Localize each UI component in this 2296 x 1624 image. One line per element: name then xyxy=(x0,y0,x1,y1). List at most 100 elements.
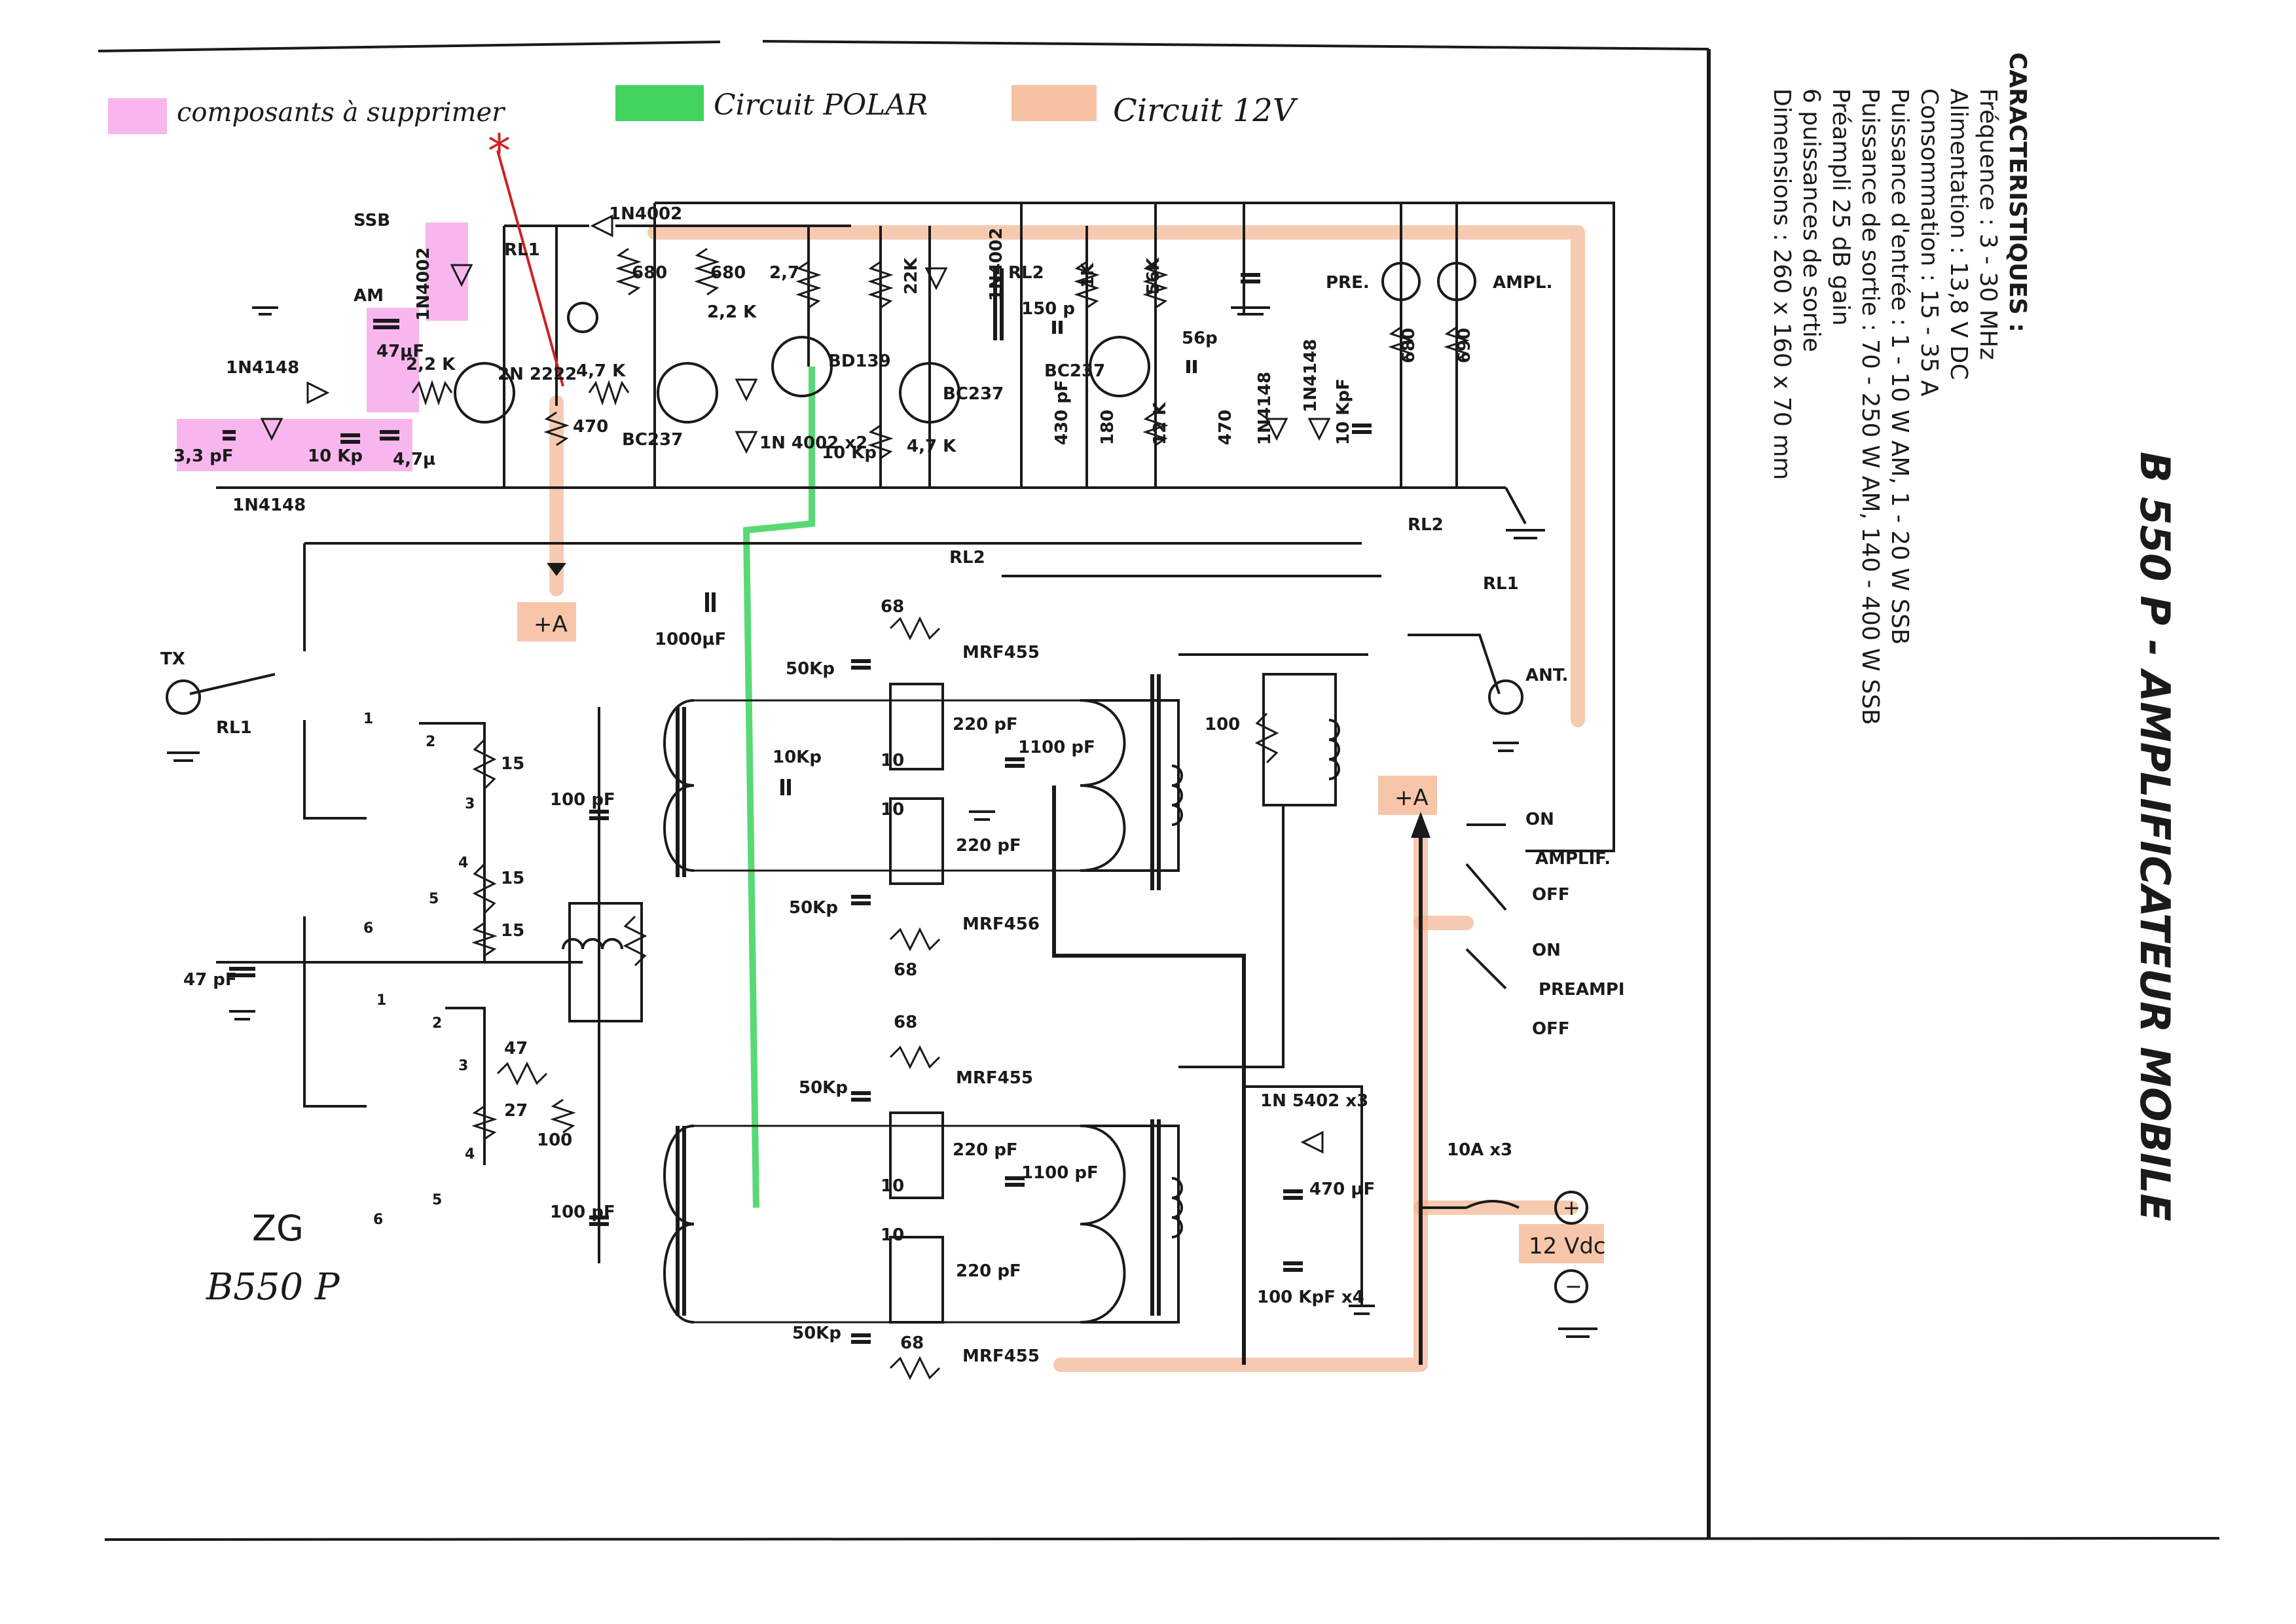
label-mrf455-c: MRF455 xyxy=(962,1346,1040,1366)
label-c10kp-b: 10 Kp xyxy=(822,443,877,463)
label-r68-d: 68 xyxy=(900,1333,924,1353)
label-rl2-c: RL2 xyxy=(1408,515,1444,535)
label-mrf455-b: MRF455 xyxy=(956,1068,1033,1088)
label-fuse: 10A x3 xyxy=(1447,1140,1512,1160)
label-c10kpf: 10 KpF xyxy=(1334,378,1353,445)
label-pre: PRE. xyxy=(1326,273,1370,293)
remove-cap-area xyxy=(367,308,419,412)
svg-text:4: 4 xyxy=(458,855,468,871)
label-ant: ANT. xyxy=(1525,666,1569,685)
plus-a-1-highlight xyxy=(517,602,576,641)
svg-text:3: 3 xyxy=(458,1058,468,1074)
label-c47uf: 47µF xyxy=(376,342,424,361)
label-rl1: RL1 xyxy=(504,240,540,260)
label-r22k: 22K xyxy=(902,257,921,295)
legend-remove-label: composants à supprimer xyxy=(177,98,506,128)
label-r2k2-b: 2,2 K xyxy=(406,355,456,374)
plus-a-1-arrow xyxy=(547,563,566,576)
tx-jack-icon xyxy=(166,679,201,715)
label-on-1: ON xyxy=(1525,810,1554,829)
remove-ssb-caps xyxy=(177,419,412,471)
label-rl1-c: RL1 xyxy=(1483,574,1519,594)
label-c1100-b: 1100 pF xyxy=(1021,1163,1099,1183)
label-r10-a: 10 xyxy=(881,751,904,770)
spec-block: CARACTERISTIQUES : Fréquence : 3 - 30 MH… xyxy=(1768,52,2031,725)
label-on-2: ON xyxy=(1532,941,1561,960)
label-c3p3: 3,3 pF xyxy=(173,446,233,466)
label-c100p-b: 100 pF xyxy=(550,1202,615,1222)
label-off-1: OFF xyxy=(1532,885,1570,905)
v12dc-highlight xyxy=(1519,1224,1604,1263)
label-c100p-a: 100 pF xyxy=(550,790,615,810)
spec-line-2: Consommation : 15 - 35 A xyxy=(1916,88,1942,397)
capacitors xyxy=(223,273,1372,1344)
spec-line-6: 6 puissances de sortie xyxy=(1798,88,1825,352)
label-c4u7: 4,7µ xyxy=(393,450,435,469)
svg-text:1: 1 xyxy=(363,711,373,727)
label-mrf456: MRF456 xyxy=(962,914,1040,934)
svg-text:4: 4 xyxy=(465,1146,475,1163)
label-amplif: AMPLIF. xyxy=(1535,849,1611,869)
label-r10-c: 10 xyxy=(881,1176,904,1196)
label-tx: TX xyxy=(160,649,185,669)
spec-line-1: Alimentation : 13,8 V DC xyxy=(1945,88,1972,380)
v12dc-label: 12 Vdc xyxy=(1529,1233,1606,1259)
legend-peach-swatch xyxy=(1011,85,1097,121)
legend-green-swatch xyxy=(615,85,704,121)
resistors xyxy=(411,247,1470,1380)
label-r68-b: 68 xyxy=(894,960,917,980)
svg-text:3: 3 xyxy=(465,796,475,812)
label-preampli: PREAMPI xyxy=(1539,980,1625,1000)
label-2n2222: 2N 2222 xyxy=(498,365,577,384)
spec-line-3: Puissance d'entrée : 1 - 10 W AM, 1 - 20… xyxy=(1886,88,1913,645)
label-r100-b: 100 xyxy=(537,1130,572,1150)
svg-text:5: 5 xyxy=(432,1192,442,1208)
svg-text:2: 2 xyxy=(426,734,435,750)
label-c430p: 430 pF xyxy=(1052,380,1072,445)
model-stamp: ZG B550 P xyxy=(206,1208,340,1308)
label-c50kp-b: 50Kp xyxy=(789,898,838,918)
label-r27-b: 27 xyxy=(504,1101,528,1121)
spec-heading: CARACTERISTIQUES : xyxy=(2004,52,2031,333)
label-c220-a: 220 pF xyxy=(953,715,1018,734)
label-mrf455-a: MRF455 xyxy=(962,643,1040,662)
spec-line-5: Préampli 25 dB gain xyxy=(1827,88,1854,326)
label-c56p: 56p xyxy=(1182,329,1218,348)
svg-text:2: 2 xyxy=(432,1015,442,1032)
ampl-led-icon xyxy=(1437,262,1476,301)
spec-panel: B 550 P - AMPLIFICATEUR MOBILE xyxy=(2131,452,2179,1221)
label-r47: 47 xyxy=(504,1039,528,1058)
label-r690: 690 xyxy=(1455,328,1474,363)
label-c220-b: 220 pF xyxy=(956,836,1021,856)
remove-1n4002 xyxy=(426,223,468,321)
label-bc237-a: BC237 xyxy=(622,430,683,450)
plus-a-2-label: +A xyxy=(1394,785,1429,811)
legend-pink-swatch xyxy=(108,98,167,134)
legend-12v-label: Circuit 12V xyxy=(1113,92,1298,129)
transistors xyxy=(454,302,1150,1324)
label-r10-b: 10 xyxy=(881,800,904,820)
label-c10kp-d: 10Kp xyxy=(773,748,822,767)
label-bc237-c: BC237 xyxy=(1044,361,1105,381)
plus-a-2-arrow xyxy=(1411,812,1430,838)
label-rl1-b: RL1 xyxy=(216,718,252,738)
label-c220-c: 220 pF xyxy=(953,1140,1018,1160)
label-r180: 180 xyxy=(1098,410,1118,445)
label-1n4002-b: 1N4002 xyxy=(609,204,682,224)
label-r680-a: 680 xyxy=(632,263,667,283)
label-c100kpf: 100 KpF x4 xyxy=(1257,1288,1364,1307)
diodes xyxy=(260,214,1476,1154)
legend-polar-label: Circuit POLAR xyxy=(714,88,928,122)
cross-mark-icon: * xyxy=(488,124,511,178)
circuit-polar-highlight xyxy=(742,367,815,1208)
label-r56k: 56K xyxy=(1144,257,1163,295)
label-1n5402: 1N 5402 x3 xyxy=(1260,1091,1368,1111)
label-bc237-b: BC237 xyxy=(943,384,1004,404)
label-1n4148-d: 1N4148 xyxy=(1301,339,1321,412)
label-r15-b: 15 xyxy=(501,869,524,888)
label-c1000uf: 1000µF xyxy=(655,630,726,649)
label-c220-d: 220 pF xyxy=(956,1261,1021,1281)
svg-text:6: 6 xyxy=(363,920,373,937)
label-c150p: 150 p xyxy=(1021,299,1075,319)
